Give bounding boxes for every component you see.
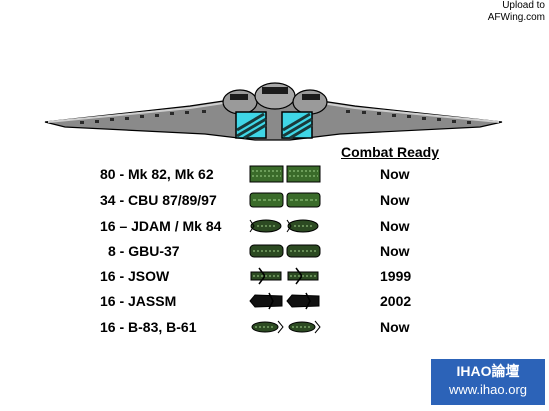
upload-credit: Upload to AFWing.com — [488, 0, 545, 24]
bomb-rack-icon — [249, 165, 321, 183]
combat-ready-header: Combat Ready — [341, 144, 440, 160]
weapon-label: 16 - JSOW — [100, 268, 170, 284]
upload-line1: Upload to — [502, 0, 545, 11]
weapon-label: 8 - GBU-37 — [108, 243, 180, 259]
table-row: 16 - JASSM 2002 — [0, 292, 549, 318]
cluster-munition-icon — [249, 192, 321, 208]
watermark-url: www.ihao.org — [448, 382, 528, 397]
weapon-label: 80 - Mk 82, Mk 62 — [100, 166, 214, 182]
status-value: 2002 — [380, 293, 412, 309]
weapon-label: 16 - JASSM — [100, 293, 177, 309]
table-row: 16 - JSOW 1999 — [0, 267, 549, 293]
status-value: Now — [380, 166, 410, 182]
ihao-watermark: IHAO論壇 www.ihao.org — [431, 359, 545, 405]
gbu-icon — [249, 244, 321, 258]
table-row: 80 - Mk 82, Mk 62 Now — [0, 165, 549, 191]
weapon-label: 16 – JDAM / Mk 84 — [100, 218, 222, 234]
jassm-icon — [249, 292, 320, 310]
status-value: Now — [380, 319, 410, 335]
watermark-title: IHAO論壇 — [456, 363, 520, 379]
status-value: Now — [380, 243, 410, 259]
status-value: Now — [380, 192, 410, 208]
status-value: 1999 — [380, 268, 412, 284]
upload-line2: AFWing.com — [487, 12, 545, 23]
bomb-bay-left — [235, 111, 267, 140]
b2-bomber-icon — [44, 82, 503, 141]
table-row: 16 - B-83, B-61 Now — [0, 319, 549, 344]
table-row: 16 – JDAM / Mk 84 Now — [0, 218, 549, 243]
jdam-icon — [249, 219, 319, 233]
nuclear-bomb-icon — [251, 320, 321, 334]
jsow-icon — [250, 267, 319, 285]
weapon-label: 34 - CBU 87/89/97 — [100, 192, 217, 208]
table-row: 34 - CBU 87/89/97 Now — [0, 192, 549, 217]
weapon-label: 16 - B-83, B-61 — [100, 319, 197, 335]
bomb-bay-right — [281, 111, 313, 140]
status-value: Now — [380, 218, 410, 234]
table-row: 8 - GBU-37 Now — [0, 243, 549, 268]
